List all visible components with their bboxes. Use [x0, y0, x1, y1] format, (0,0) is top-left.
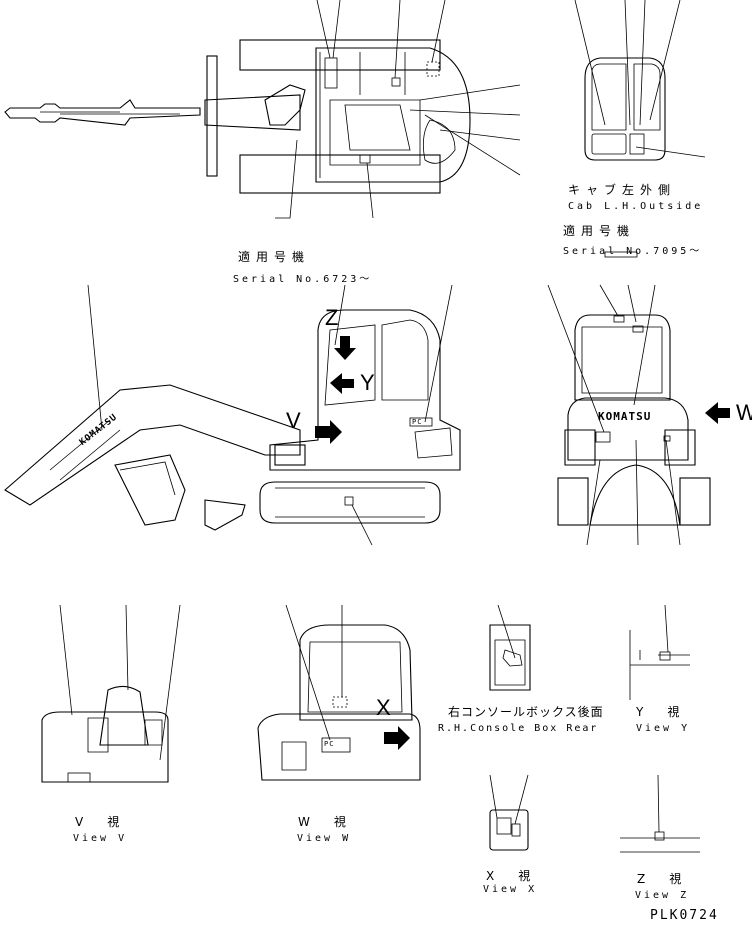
- arrow-label-z: Z: [325, 305, 339, 330]
- serial-number-label-2: Serial No.6723～: [233, 274, 373, 285]
- view-z: [620, 774, 700, 853]
- rear-pc-decal: PC: [324, 740, 335, 748]
- arrow-label-x: X: [376, 695, 391, 720]
- top-view: [4, 0, 521, 219]
- view-x-label-jp: X 視: [486, 869, 537, 883]
- cab-lh-outside-label-jp: キャブ左外側: [568, 183, 677, 197]
- rh-console-box-rear-label-en: R.H.Console Box Rear: [438, 723, 599, 734]
- serial-applicability-label-jp-2: 適用号機: [238, 250, 311, 264]
- rh-console-box-rear-view: [489, 604, 531, 691]
- view-z-label-jp: Z 視: [637, 872, 688, 886]
- rh-console-box-rear-label-jp: 右コンソールボックス後面: [448, 705, 604, 719]
- arrow-label-w: W: [736, 400, 752, 425]
- drawing-code: PLK0724: [650, 908, 719, 923]
- view-y-label-jp: Y 視: [636, 705, 686, 719]
- side-pc-decal: PC: [412, 418, 423, 426]
- view-z-label-en: View Z: [635, 890, 690, 901]
- view-w-label-jp: W 視: [298, 815, 352, 829]
- view-v-label-en: View V: [73, 833, 128, 844]
- view-w: [257, 604, 421, 781]
- side-view: [4, 284, 461, 546]
- view-w-label-en: View W: [297, 833, 352, 844]
- arrow-label-y: Y: [360, 370, 375, 395]
- view-v-label-jp: V 視: [75, 815, 126, 829]
- view-v: [41, 604, 181, 783]
- serial-number-label: Serial No.7095～: [563, 246, 703, 257]
- view-y: [629, 604, 690, 700]
- view-x: [489, 774, 529, 851]
- arrow-label-v: V: [286, 408, 301, 433]
- serial-applicability-label-jp: 適用号機: [563, 224, 636, 238]
- view-x-label-en: View X: [483, 884, 538, 895]
- counterweight-brand-decal: KOMATSU: [598, 410, 652, 423]
- rear-view: [547, 251, 730, 546]
- cab-lh-outside-view: [574, 0, 706, 161]
- cab-lh-outside-label-en: Cab L.H.Outside: [568, 201, 704, 212]
- view-y-label-en: View Y: [636, 723, 691, 734]
